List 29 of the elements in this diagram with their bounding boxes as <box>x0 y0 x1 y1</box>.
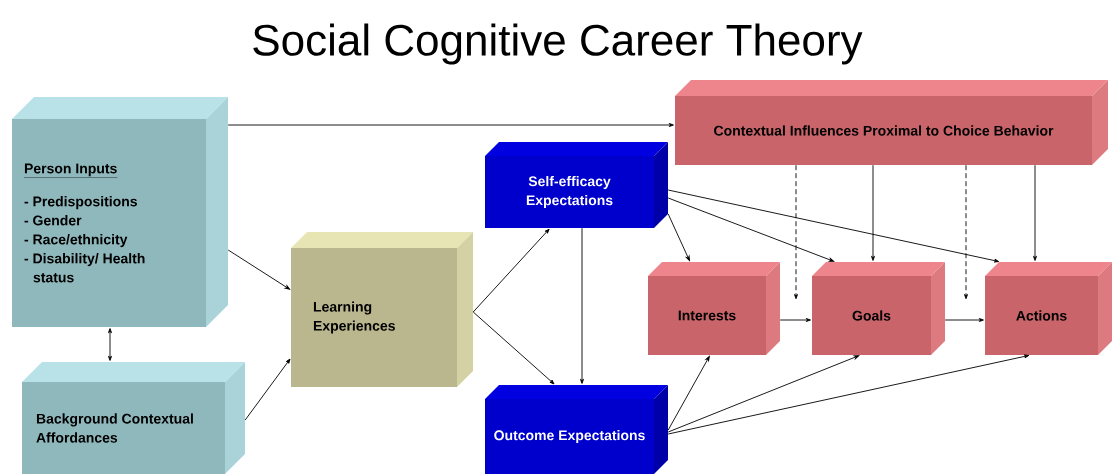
box: Person Inputs - Predispositions - Gender - Race/ethnicity - Disability/ Health status <box>12 97 228 327</box>
arrow <box>944 318 984 322</box>
arrow <box>472 228 550 313</box>
arrow <box>667 197 835 262</box>
arrow <box>1033 164 1037 261</box>
arrow <box>794 164 798 300</box>
arrow <box>580 227 584 384</box>
arrow <box>779 318 811 322</box>
box: Interests <box>648 262 780 355</box>
arrow <box>472 311 555 385</box>
box: Contextual Influences Proximal to Choice Behavior <box>675 80 1108 165</box>
arrow <box>244 358 291 421</box>
box: Goals <box>812 262 945 355</box>
arrow <box>227 249 291 290</box>
arrow <box>871 164 875 261</box>
arrow <box>667 213 690 262</box>
title: Social Cognitive Career Theory <box>253 23 863 65</box>
arrow <box>964 164 968 300</box>
box: Background Contextual Affordances <box>22 362 245 474</box>
arrow <box>227 123 674 127</box>
box: Actions <box>985 262 1112 355</box>
arrow <box>108 328 112 361</box>
arrow <box>667 354 1030 435</box>
arrow <box>667 355 860 433</box>
box: Self-efficacy Expectations <box>485 142 668 228</box>
arrow <box>667 189 1000 263</box>
box: Outcome Expectations <box>485 385 668 474</box>
box: Learning Experiences <box>291 232 473 387</box>
arrow <box>667 355 710 431</box>
